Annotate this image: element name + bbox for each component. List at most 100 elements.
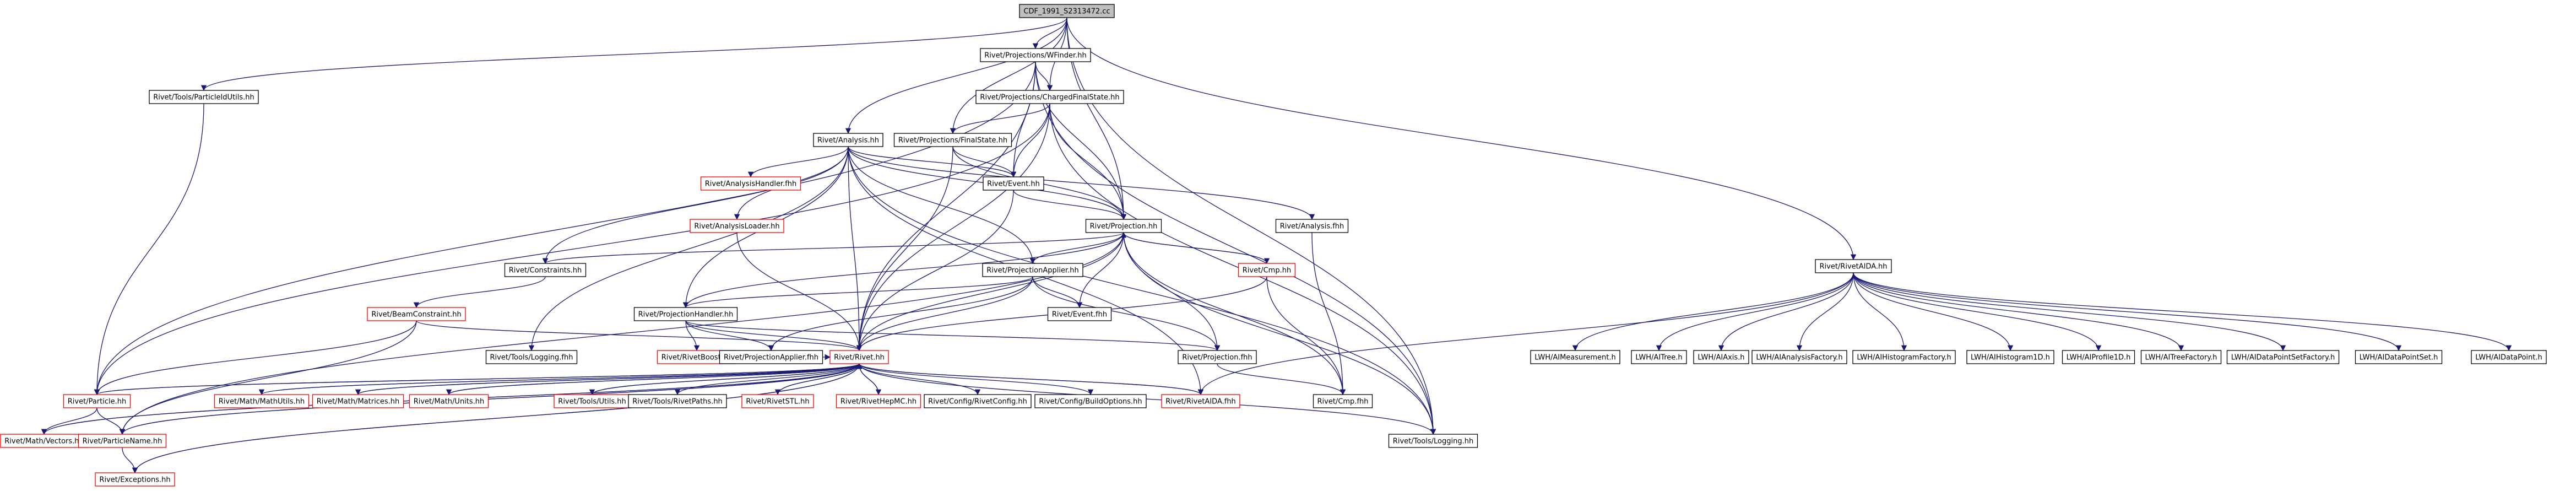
edge-rivetaida-to-idatapointsetfactory [1853, 272, 2286, 352]
edge-units-to-rivet [448, 363, 862, 395]
node-projapplier[interactable]: Rivet/ProjectionApplier.hh [982, 263, 1083, 277]
node-projhandler[interactable]: Rivet/ProjectionHandler.hh [633, 307, 738, 321]
node-label: Rivet/Exceptions.hh [99, 476, 170, 484]
node-ianalysisfactory[interactable]: LWH/AIAnalysisFactory.h [1751, 350, 1847, 364]
node-finalstate[interactable]: Rivet/Projections/FinalState.hh [893, 133, 1012, 147]
node-rivethepmc[interactable]: Rivet/RivetHepMC.hh [836, 394, 921, 408]
node-ihistogramfactory[interactable]: LWH/AIHistogramFactory.h [1852, 350, 1956, 364]
node-label: Rivet/RivetAIDA.hh [1819, 263, 1887, 271]
node-iprofile1d[interactable]: LWH/AIProfile1D.h [2062, 350, 2135, 364]
edge-rivetaida-to-idatapoint [1853, 272, 2512, 352]
node-mathutils[interactable]: Rivet/Math/MathUtils.hh [214, 394, 310, 408]
node-projectionfhh[interactable]: Rivet/Projection.fhh [1178, 350, 1257, 364]
node-matrices[interactable]: Rivet/Math/Matrices.hh [312, 394, 404, 408]
node-idatapointsetfactory[interactable]: LWH/AIDataPointSetFactory.h [2226, 350, 2340, 364]
node-box [367, 307, 466, 321]
node-loggingfhh[interactable]: Rivet/Tools/Logging.fhh [485, 350, 578, 364]
node-rivetaida-red[interactable]: Rivet/RivetAIDA.fhh [1161, 394, 1240, 408]
node-box [2140, 350, 2222, 364]
node-label: Rivet/Tools/Logging.hh [1393, 438, 1473, 446]
node-beamconstraint[interactable]: Rivet/BeamConstraint.hh [367, 307, 466, 321]
node-label: LWH/AIDataPointSet.h [2360, 354, 2438, 362]
node-vectors[interactable]: Rivet/Math/Vectors.hh [0, 434, 88, 448]
node-label: Rivet/ParticleName.hh [83, 438, 162, 446]
edge-rivet-to-rivetpaths [674, 363, 860, 396]
node-utils[interactable]: Rivet/Tools/Utils.hh [554, 394, 631, 408]
node-label: LWH/AIMeasurement.h [1534, 354, 1615, 362]
node-label: Rivet/RivetSTL.hh [746, 398, 809, 406]
edge-rivetaida-to-ihistogram1d [1853, 272, 2014, 352]
node-exceptions[interactable]: Rivet/Exceptions.hh [95, 472, 175, 487]
node-iaxis[interactable]: LWH/AIAxis.h [1693, 350, 1749, 364]
node-box [485, 350, 578, 364]
node-projapplierfhh[interactable]: Rivet/ProjectionApplier.fhh [719, 350, 823, 364]
node-box [1034, 394, 1147, 408]
node-root[interactable]: CDF_1991_S2313472.cc [1019, 4, 1115, 18]
node-box [1388, 434, 1478, 448]
node-analysisloader[interactable]: Rivet/AnalysisLoader.hh [690, 219, 784, 233]
edge-chargedfs-to-particle [94, 103, 1050, 396]
node-event[interactable]: Rivet/Event.hh [983, 176, 1044, 191]
node-constraints[interactable]: Rivet/Constraints.hh [504, 263, 587, 277]
node-wfinder[interactable]: Rivet/Projections/WFinder.hh [980, 48, 1091, 62]
edge-particle-to-rivet [96, 363, 862, 395]
edge-projectionfhh-to-cmpfhh [1217, 363, 1346, 396]
node-rivetpaths[interactable]: Rivet/Tools/RivetPaths.hh [628, 394, 727, 408]
edge-particle-to-vectors [41, 407, 97, 435]
edge-utils-to-rivet [592, 363, 863, 395]
node-box [1751, 350, 1847, 364]
node-idatapointset[interactable]: LWH/AIDataPointSet.h [2355, 350, 2443, 364]
node-itree[interactable]: LWH/AITree.h [1631, 350, 1687, 364]
node-label: Rivet/Config/BuildOptions.hh [1039, 398, 1142, 406]
node-rivet[interactable]: Rivet/Rivet.hh [829, 350, 889, 364]
node-itreefactory[interactable]: LWH/AITreeFactory.h [2140, 350, 2222, 364]
node-cmpfhh[interactable]: Rivet/Cmp.fhh [1313, 394, 1373, 408]
node-label: Rivet/ProjectionApplier.hh [986, 267, 1078, 275]
node-projection[interactable]: Rivet/Projection.hh [1085, 219, 1162, 233]
node-ihistogram1d[interactable]: LWH/AIHistogram1D.h [1966, 350, 2054, 364]
node-label: Rivet/BeamConstraint.hh [371, 311, 461, 319]
node-box [982, 263, 1083, 277]
node-idatapoint[interactable]: LWH/AIDataPoint.h [2471, 350, 2547, 364]
edge-rivetaida-to-idatapointset [1853, 272, 2402, 352]
node-chargedfs[interactable]: Rivet/Projections/ChargedFinalState.hh [975, 90, 1124, 104]
node-box [1815, 259, 1892, 273]
node-analysisfhh[interactable]: Rivet/Analysis.fhh [1275, 219, 1349, 233]
node-box [1047, 307, 1112, 321]
node-eventfhh[interactable]: Rivet/Event.fhh [1047, 307, 1112, 321]
edge-projapplier-to-rivet [856, 276, 1033, 352]
node-label: Rivet/Cmp.fhh [1317, 398, 1369, 406]
node-units[interactable]: Rivet/Math/Units.hh [409, 394, 489, 408]
node-analysis[interactable]: Rivet/Analysis.hh [813, 133, 883, 147]
node-box [78, 434, 167, 448]
edge-root-to-wfinder [1032, 17, 1067, 50]
node-box [1161, 394, 1240, 408]
edge-event-to-rivet [856, 190, 1014, 352]
node-rivetstl[interactable]: Rivet/RivetSTL.hh [741, 394, 814, 408]
node-label: LWH/AIDataPoint.h [2475, 354, 2542, 362]
node-particlename[interactable]: Rivet/ParticleName.hh [78, 434, 167, 448]
edge-projection-to-rivet [856, 232, 1124, 352]
node-box [2062, 350, 2135, 364]
node-label: Rivet/AnalysisHandler.fhh [705, 180, 797, 188]
header-nodes: CDF_1991_S2313472.ccRivet/Projections/WF… [0, 4, 2547, 487]
node-buildoptions[interactable]: Rivet/Config/BuildOptions.hh [1034, 394, 1147, 408]
node-particle[interactable]: Rivet/Particle.hh [63, 394, 131, 408]
edge-particle-to-particlename [96, 407, 126, 435]
node-rivetaida[interactable]: Rivet/RivetAIDA.hh [1815, 259, 1892, 273]
node-logginghh[interactable]: Rivet/Tools/Logging.hh [1388, 434, 1478, 448]
edge-root-to-pidutils [201, 17, 1067, 91]
node-config[interactable]: Rivet/Config/RivetConfig.hh [924, 394, 1032, 408]
node-analysishandler[interactable]: Rivet/AnalysisHandler.fhh [700, 176, 801, 191]
node-label: Rivet/Particle.hh [68, 398, 126, 406]
node-label: Rivet/Projections/WFinder.hh [984, 52, 1087, 60]
edge-analysis-to-analysisfhh [848, 146, 1315, 220]
node-box [1275, 219, 1349, 233]
node-pidutils[interactable]: Rivet/Tools/ParticleIdUtils.hh [149, 90, 259, 104]
node-label: Rivet/Constraints.hh [509, 267, 582, 275]
edge-beamconstraint-to-particlename [119, 320, 417, 435]
edge-rivet-to-config [859, 363, 981, 396]
node-cmphh[interactable]: Rivet/Cmp.hh [1238, 263, 1296, 277]
node-imeasurement[interactable]: LWH/AIMeasurement.h [1530, 350, 1620, 364]
